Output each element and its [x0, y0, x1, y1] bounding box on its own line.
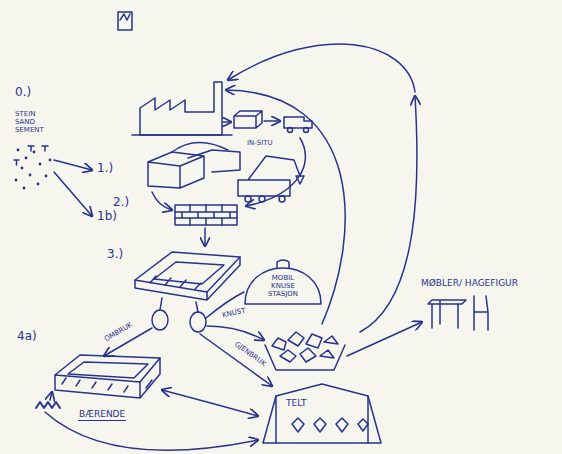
node-text: TELT [286, 398, 378, 408]
flow-label: KNUST [221, 306, 248, 319]
flow-label: GJENBRUK [232, 339, 268, 368]
step-number: 4a) [16, 330, 38, 344]
node-text: MOBIL KNUSE STASJON [260, 274, 306, 298]
note-label: BÆRENDE [78, 409, 126, 421]
material-note: STEIN SAND SEMENT [14, 110, 58, 134]
tent-shape-outline [262, 382, 382, 444]
step-number: 2.) [112, 196, 130, 210]
step-number: 1.) [96, 162, 114, 176]
step-number: 1b) [96, 210, 118, 224]
step-number: 3.) [106, 248, 124, 262]
crusher-dome: MOBIL KNUSE STASJON [243, 252, 323, 306]
step-number: 0.) [14, 86, 32, 100]
tent-shape: TELT [262, 382, 382, 444]
flow-label: OMBRUK [102, 320, 135, 343]
process-note: IN-SITU [246, 139, 274, 147]
product-label: MØBLER/ HAGEFIGUR [420, 278, 519, 288]
